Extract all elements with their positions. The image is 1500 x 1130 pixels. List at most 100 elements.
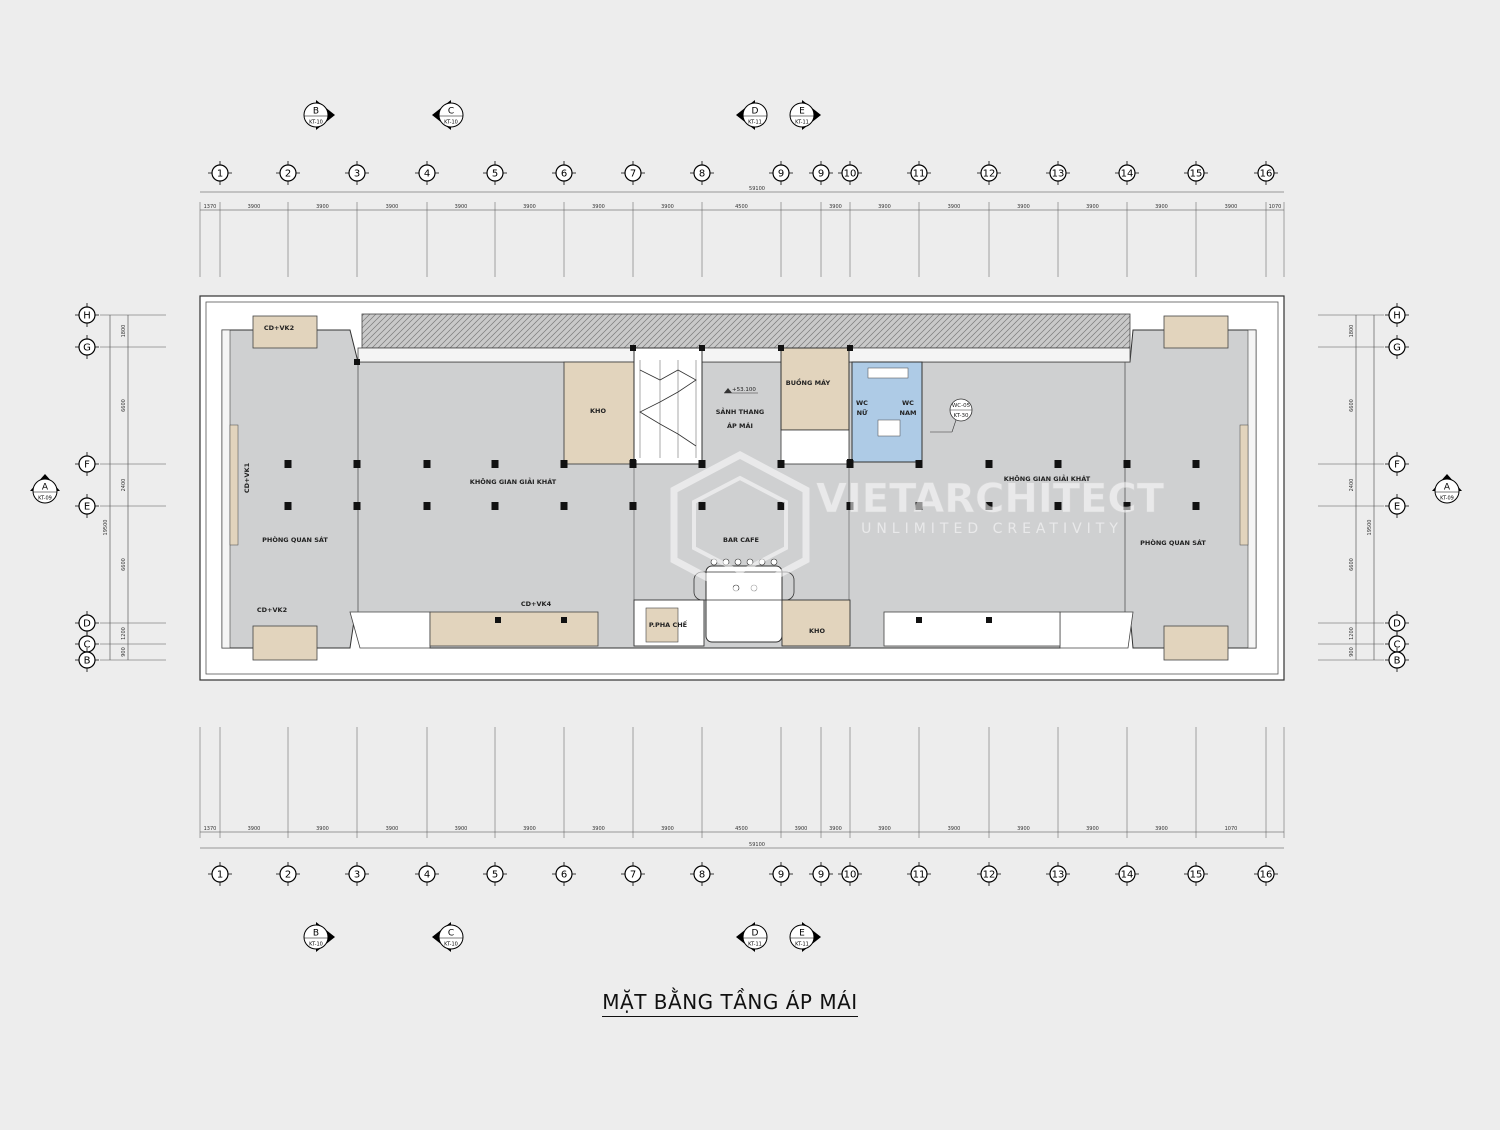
right-row-spacing: 2400 [1349,479,1355,492]
room-blocks [229,315,1249,661]
structural-column [423,502,431,510]
left-row-spacing: 2400 [121,479,127,492]
top-grid-bubble: 4 [415,161,439,185]
structural-column [284,460,292,468]
left-row-spacing: 1200 [121,627,127,640]
svg-text:G: G [83,343,91,354]
section-marker-top: EKT-11 [789,100,821,130]
structural-column [699,345,705,351]
top-spacing-label: 3900 [1086,204,1099,210]
structural-column [916,617,922,623]
structural-column [846,502,854,510]
svg-text:4: 4 [424,169,430,180]
svg-text:KT-11: KT-11 [748,120,762,126]
structural-column [847,345,853,351]
section-marker-bottom: EKT-11 [789,922,821,952]
svg-text:E: E [799,107,805,117]
svg-text:D: D [752,929,759,939]
svg-text:KT-11: KT-11 [748,942,762,948]
right-row-bubble: C [1385,632,1409,656]
svg-text:8: 8 [699,870,705,881]
structural-column [1192,502,1200,510]
structural-column [985,502,993,510]
svg-text:16: 16 [1260,169,1273,180]
top-spacing-label: 3900 [592,204,605,210]
svg-text:4: 4 [424,870,430,881]
svg-text:B: B [84,656,91,667]
svg-text:C: C [1394,640,1401,651]
svg-text:B: B [313,107,319,117]
left-row-bubble: H [75,303,99,327]
svg-text:2: 2 [285,870,291,881]
svg-text:G: G [1393,343,1401,354]
room-label: CD+VK1 [243,462,251,493]
structural-column [630,345,636,351]
detail-callout-label: WC-05 [952,403,971,409]
structural-column [354,359,360,365]
section-marker-side: AKT-09 [1432,474,1462,504]
structural-column [698,460,706,468]
right-overall-width: 19500 [1367,520,1373,536]
svg-text:D: D [1393,619,1401,630]
bottom-spacing-label: 3900 [248,826,261,832]
structural-column [777,502,785,510]
bottom-grid-bubble: 9 [769,862,793,886]
left-row-spacing: 6600 [121,558,127,571]
structural-column [630,459,636,465]
bottom-spacing-label: 3900 [1086,826,1099,832]
bottom-grid-bubble: 4 [415,862,439,886]
structural-column [284,502,292,510]
section-marker-side: AKT-09 [30,474,60,504]
right-row-spacing: 1800 [1349,325,1355,338]
section-markers: BKT-10BKT-10CKT-10CKT-10DKT-11DKT-11EKT-… [30,100,1462,952]
elevation-tag: +53.100 [724,387,758,394]
top-grid-bubble: 16 [1254,161,1278,185]
svg-text:D: D [752,107,759,117]
top-spacing-label: 3900 [661,204,674,210]
right-row-bubble: F [1385,452,1409,476]
svg-text:H: H [1393,311,1401,322]
section-marker-bottom: BKT-10 [303,922,335,952]
bottom-spacing-label: 1370 [204,826,217,832]
top-grid-bubble: 7 [621,161,645,185]
structural-column [560,460,568,468]
svg-text:16: 16 [1260,870,1273,881]
top-spacing-label: 1370 [204,204,217,210]
room-label: CD+VK2 [264,324,294,332]
bottom-spacing-label: 3900 [1017,826,1030,832]
svg-text:KT-10: KT-10 [444,942,458,948]
svg-text:1: 1 [217,169,223,180]
bottom-grid-bubble: 8 [690,862,714,886]
left-row-spacing: 6600 [121,399,127,412]
structural-column [561,617,567,623]
bottom-spacing-label: 3900 [1155,826,1168,832]
bottom-spacing-label: 3900 [878,826,891,832]
svg-text:12: 12 [983,169,996,180]
bottom-grid-bubble: 5 [483,862,507,886]
svg-text:H: H [83,311,91,322]
structural-column [423,460,431,468]
top-spacing-label: 3900 [248,204,261,210]
bottom-spacing-label: 3900 [592,826,605,832]
bottom-grid-bubble: 3 [345,862,369,886]
top-spacing-label: 4500 [735,204,748,210]
bottom-grid-bubble: 11 [907,862,931,886]
bottom-spacing-label: 1070 [1225,826,1238,832]
structural-column [353,502,361,510]
top-spacing-label: 3900 [1225,204,1238,210]
svg-text:13: 13 [1052,169,1065,180]
structural-column [491,502,499,510]
svg-text:12: 12 [983,870,996,881]
bottom-grid-bubble: 1 [208,862,232,886]
room-label: NỮ [857,408,868,417]
floor-area [221,313,1257,649]
right-row-spacing: 1200 [1349,627,1355,640]
bottom-grid-bubble: 15 [1184,862,1208,886]
left-row-bubble: F [75,452,99,476]
room-label: WC [902,399,914,407]
detail-callout-ref: KT-30 [953,413,969,419]
structural-column [778,345,784,351]
bottom-grid-bubble: 9 [809,862,833,886]
